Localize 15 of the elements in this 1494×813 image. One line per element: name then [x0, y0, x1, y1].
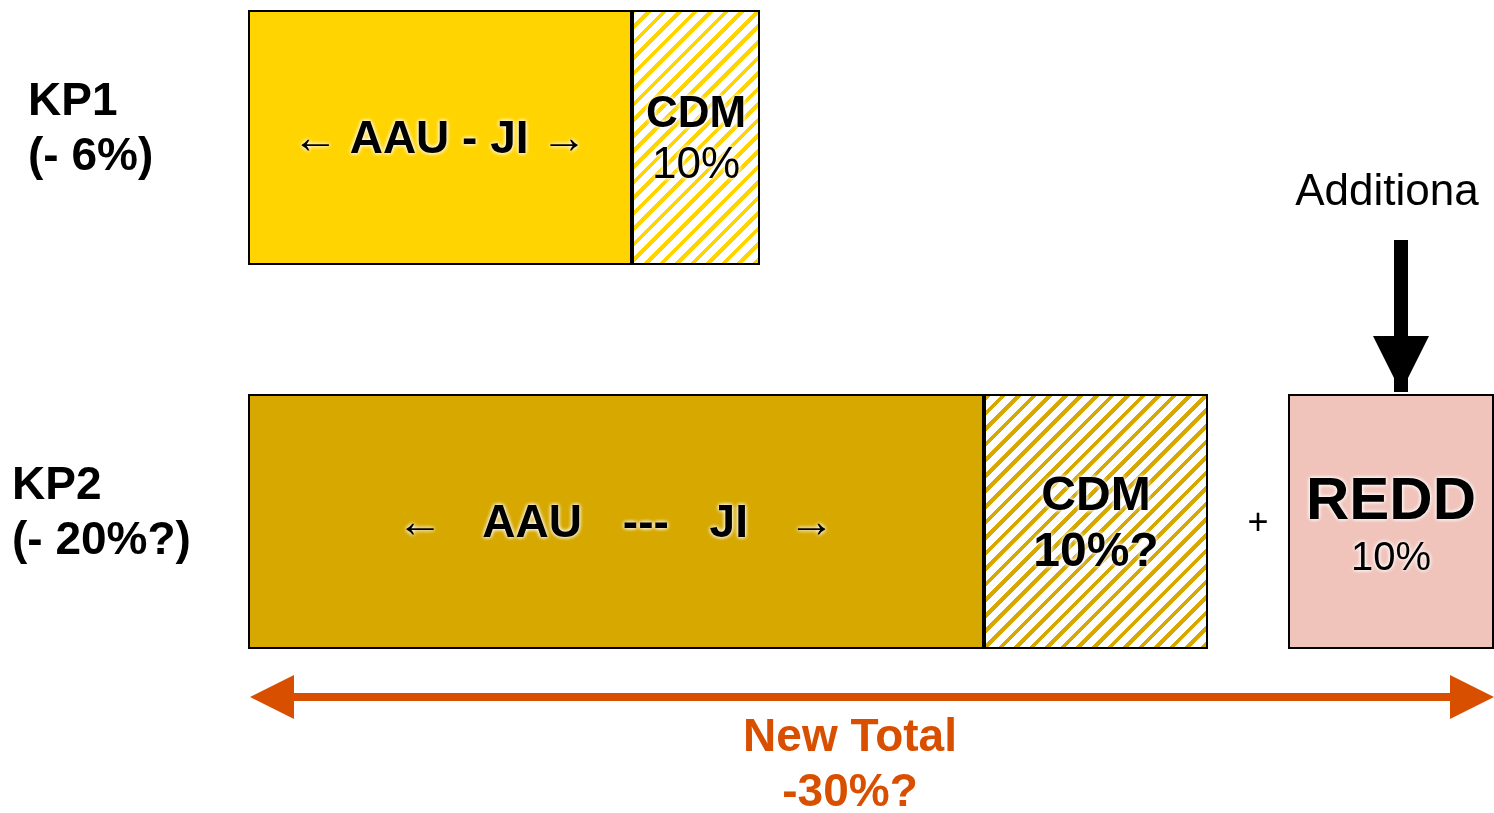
- box-title: REDD: [1306, 464, 1476, 533]
- row-label: KP2 (- 20%?): [12, 456, 192, 567]
- arrow: [1373, 240, 1429, 392]
- plus-sign: +: [1246, 500, 1270, 544]
- total-label: New Total -30%?: [742, 708, 958, 813]
- bar-segment: [248, 10, 632, 265]
- annotation-text: Additiona: [1280, 160, 1494, 220]
- hatched-bar-segment: [632, 10, 760, 265]
- box-title: ← AAU - JI →: [292, 111, 588, 164]
- row-label: KP1 (- 6%): [28, 72, 155, 183]
- hatched-bar-segment: [984, 394, 1208, 649]
- process-box: [1288, 394, 1494, 649]
- percentage-text: 10%: [1350, 533, 1432, 579]
- box-title: ← AAU --- JI →: [397, 495, 835, 548]
- bar-segment: [248, 394, 984, 649]
